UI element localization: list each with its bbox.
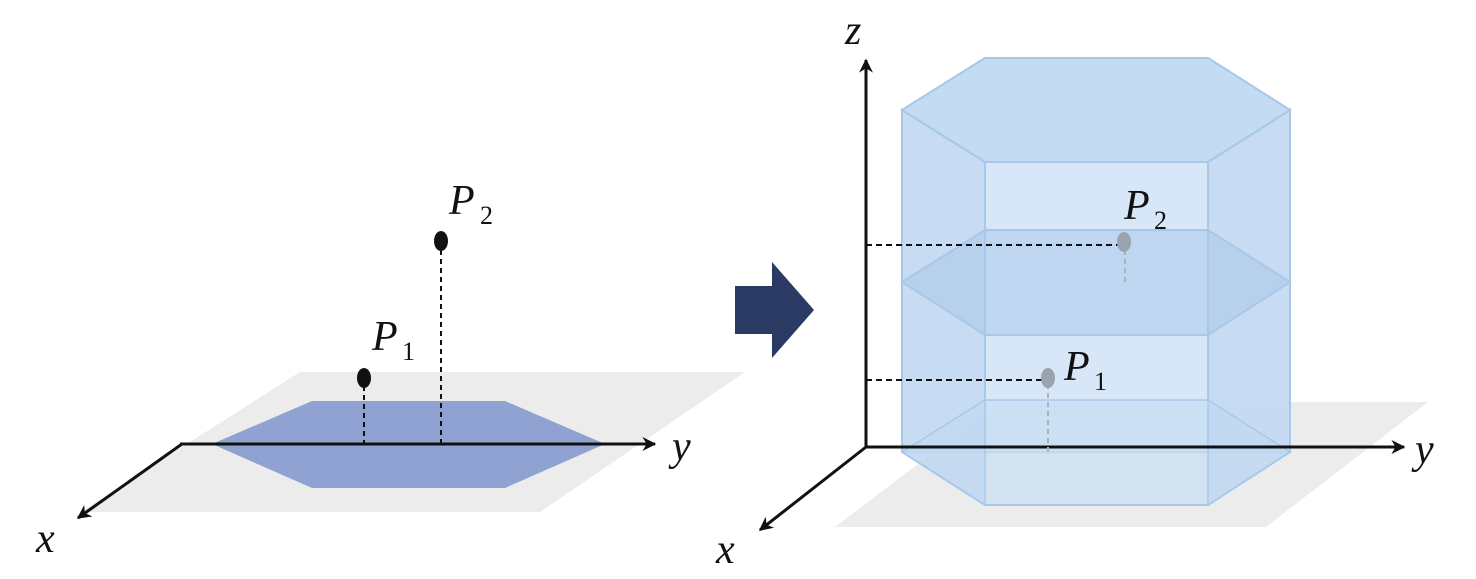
- left-p2-label: P: [448, 178, 475, 224]
- right-figure: z y x P 1 P 2: [715, 8, 1434, 573]
- right-point-p2: [1117, 232, 1131, 252]
- left-x-axis-label: x: [35, 516, 55, 562]
- right-p1-label: P: [1063, 344, 1090, 390]
- right-y-axis-label: y: [1411, 427, 1434, 473]
- prism-bottom-face: [900, 399, 1292, 506]
- right-p1-subscript: 1: [1094, 367, 1107, 396]
- right-point-p1: [1041, 368, 1055, 388]
- prism-cross-section: [900, 229, 1292, 336]
- right-z-axis-label: z: [844, 8, 861, 54]
- left-p2-subscript: 2: [480, 201, 493, 230]
- right-p2-subscript: 2: [1154, 206, 1167, 235]
- right-p2-label: P: [1123, 183, 1150, 229]
- right-arrow-icon: [735, 262, 814, 358]
- prism-top-face: [900, 57, 1292, 163]
- right-x-axis: [758, 445, 867, 532]
- left-point-p1: [357, 368, 371, 388]
- left-p1-subscript: 1: [402, 337, 415, 366]
- left-point-p2: [434, 231, 448, 251]
- left-figure: x y P 1 P 2: [35, 178, 745, 562]
- left-y-axis-label: y: [668, 424, 691, 470]
- left-p1-label: P: [371, 314, 398, 360]
- hexagonal-prism: [900, 57, 1292, 507]
- right-x-axis-label: x: [715, 527, 735, 573]
- left-x-axis: [76, 442, 183, 520]
